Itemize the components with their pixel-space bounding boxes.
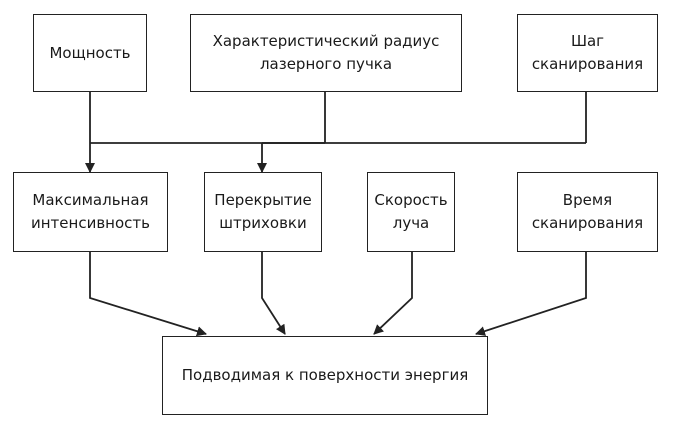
hatch-overlap-label: Перекрытие штриховки <box>214 191 312 232</box>
top-bus <box>85 92 587 173</box>
hatch-overlap-box: Перекрытие штриховки <box>204 172 322 252</box>
scan-step-label: Шаг сканирования <box>531 32 644 73</box>
power-box: Мощность <box>33 14 147 92</box>
beam-radius-box: Характеристический радиус лазерного пучк… <box>190 14 462 92</box>
beam-speed-box: Скорость луча <box>367 172 455 252</box>
beam-radius-label: Характеристический радиус лазерного пучк… <box>212 32 440 73</box>
max-intensity-box: Максимальная интенсивность <box>13 172 168 252</box>
scan-time-box: Время сканирования <box>517 172 658 252</box>
scan-time-label: Время сканирования <box>531 191 644 232</box>
surface-energy-label: Подводимая к поверхности энергия <box>181 366 469 384</box>
scan-step-box: Шаг сканирования <box>517 14 658 92</box>
max-intensity-label: Максимальная интенсивность <box>31 191 150 232</box>
bottom-arrows <box>89 252 587 337</box>
power-label: Мощность <box>49 43 131 62</box>
surface-energy-box: Подводимая к поверхности энергия <box>162 336 488 415</box>
beam-speed-label: Скорость луча <box>374 191 448 232</box>
